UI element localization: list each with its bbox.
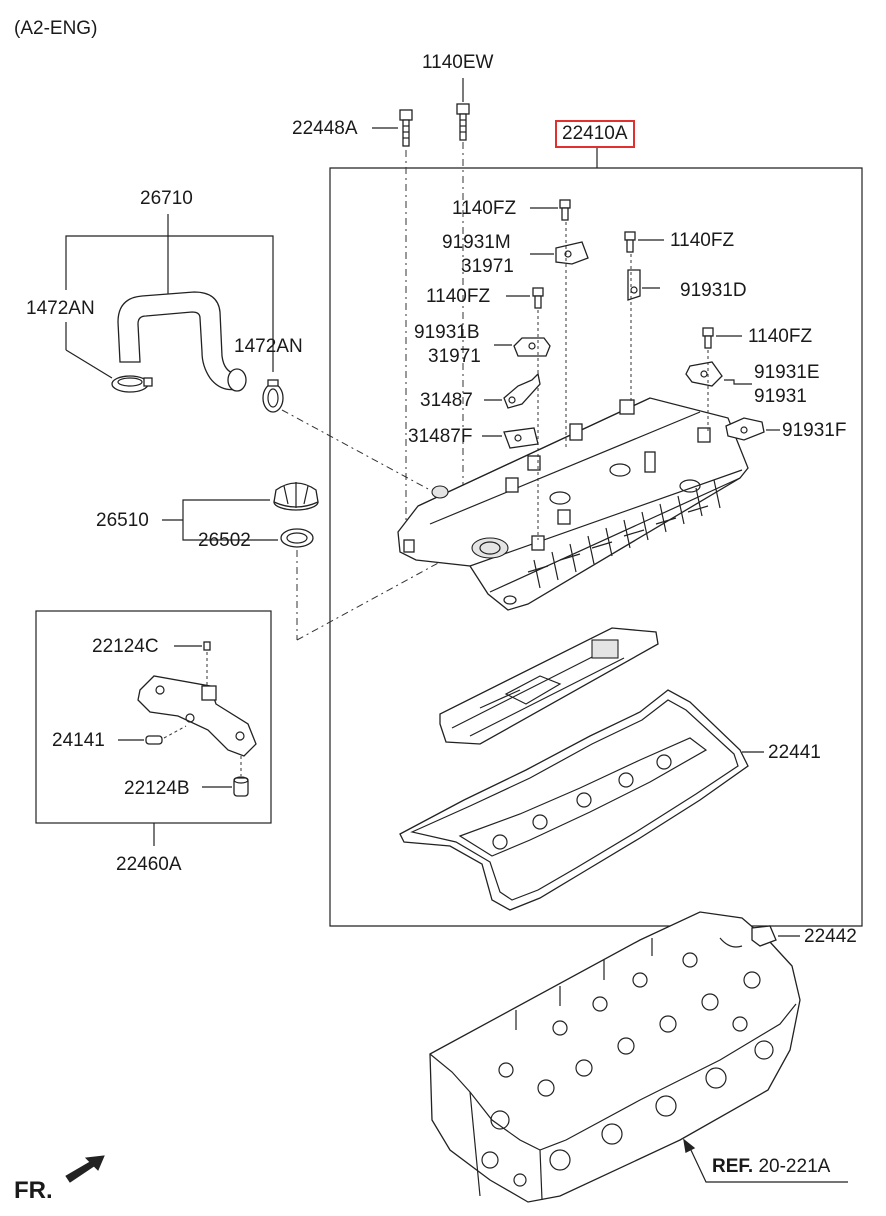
plug-22124b[interactable] — [233, 776, 249, 797]
part-label-91931d[interactable]: 91931D — [680, 280, 747, 301]
dowel-pin-24141[interactable] — [145, 735, 163, 745]
oil-baffle-plate[interactable] — [439, 627, 659, 745]
bracket-31487f[interactable] — [503, 427, 539, 449]
part-label-31487[interactable]: 31487 — [420, 390, 473, 411]
seal-22442[interactable] — [751, 925, 777, 947]
cap-gasket-26502[interactable] — [280, 528, 314, 548]
hose-clamp-right[interactable] — [262, 379, 284, 413]
part-label-31971-b[interactable]: 31971 — [428, 346, 481, 367]
part-label-26502[interactable]: 26502 — [198, 530, 251, 551]
part-label-1140fz-b[interactable]: 1140FZ — [670, 230, 735, 251]
bolt-1140fz-a[interactable] — [559, 199, 571, 221]
part-label-1472an-right[interactable]: 1472AN — [234, 336, 303, 357]
front-direction-label: FR. — [14, 1177, 53, 1204]
oil-filler-port — [471, 537, 509, 559]
bolt-22448a[interactable] — [399, 109, 413, 147]
part-label-91931[interactable]: 91931 — [754, 386, 807, 407]
cylinder-head — [429, 911, 801, 1203]
part-label-31971-a[interactable]: 31971 — [461, 256, 514, 277]
bracket-91931m[interactable] — [555, 241, 589, 265]
oil-filler-cap-26510[interactable] — [273, 482, 319, 511]
part-label-22442[interactable]: 22442 — [804, 926, 857, 947]
breather-hose-26710[interactable] — [117, 291, 243, 391]
part-label-22441[interactable]: 22441 — [768, 742, 821, 763]
reference-code: 20-221A — [758, 1156, 831, 1177]
bolt-1140fz-c[interactable] — [532, 287, 544, 309]
cam-cap-bracket[interactable] — [137, 675, 257, 757]
part-label-24141[interactable]: 24141 — [52, 730, 105, 751]
bolt-1140fz-d[interactable] — [702, 327, 714, 349]
head-cover-gasket-22441[interactable] — [399, 689, 749, 911]
part-label-31487f[interactable]: 31487F — [408, 426, 473, 447]
bracket-91931d[interactable] — [627, 269, 641, 301]
part-label-1140fz-d[interactable]: 1140FZ — [748, 326, 813, 347]
part-label-22124c[interactable]: 22124C — [92, 636, 159, 657]
hose-clamp-left[interactable] — [111, 375, 153, 393]
reference-link[interactable]: REF. 20-221A — [712, 1156, 830, 1178]
part-label-22460a[interactable]: 22460A — [116, 854, 182, 875]
bracket-31487[interactable] — [503, 372, 541, 409]
part-label-22124b[interactable]: 22124B — [124, 778, 190, 799]
part-label-91931e[interactable]: 91931E — [754, 362, 820, 383]
cylinder-head-cover-22410a[interactable] — [397, 397, 749, 611]
part-label-91931b[interactable]: 91931B — [414, 322, 480, 343]
front-direction-arrow-icon — [65, 1155, 105, 1183]
bolt-22124c[interactable] — [203, 641, 211, 651]
bracket-91931f[interactable] — [725, 417, 765, 441]
part-label-1140fz-a[interactable]: 1140FZ — [452, 198, 517, 219]
part-label-22410a-highlighted[interactable]: 22410A — [555, 120, 635, 148]
part-label-1140ew[interactable]: 1140EW — [422, 52, 494, 73]
part-label-1140fz-c[interactable]: 1140FZ — [426, 286, 491, 307]
bolt-1140fz-b[interactable] — [624, 231, 636, 253]
part-label-91931m[interactable]: 91931M — [442, 232, 511, 253]
part-label-91931f[interactable]: 91931F — [782, 420, 847, 441]
part-label-1472an-left[interactable]: 1472AN — [26, 298, 95, 319]
part-label-22448a[interactable]: 22448A — [292, 118, 358, 139]
bolt-1140ew[interactable] — [456, 103, 470, 141]
cover-assembly-frame — [329, 167, 863, 927]
reference-prefix: REF. — [712, 1156, 754, 1177]
part-label-26510[interactable]: 26510 — [96, 510, 149, 531]
part-label-26710[interactable]: 26710 — [140, 188, 193, 209]
bracket-91931e[interactable] — [685, 361, 723, 387]
engine-code-label: (A2-ENG) — [14, 18, 98, 39]
bracket-91931b[interactable] — [513, 337, 551, 357]
